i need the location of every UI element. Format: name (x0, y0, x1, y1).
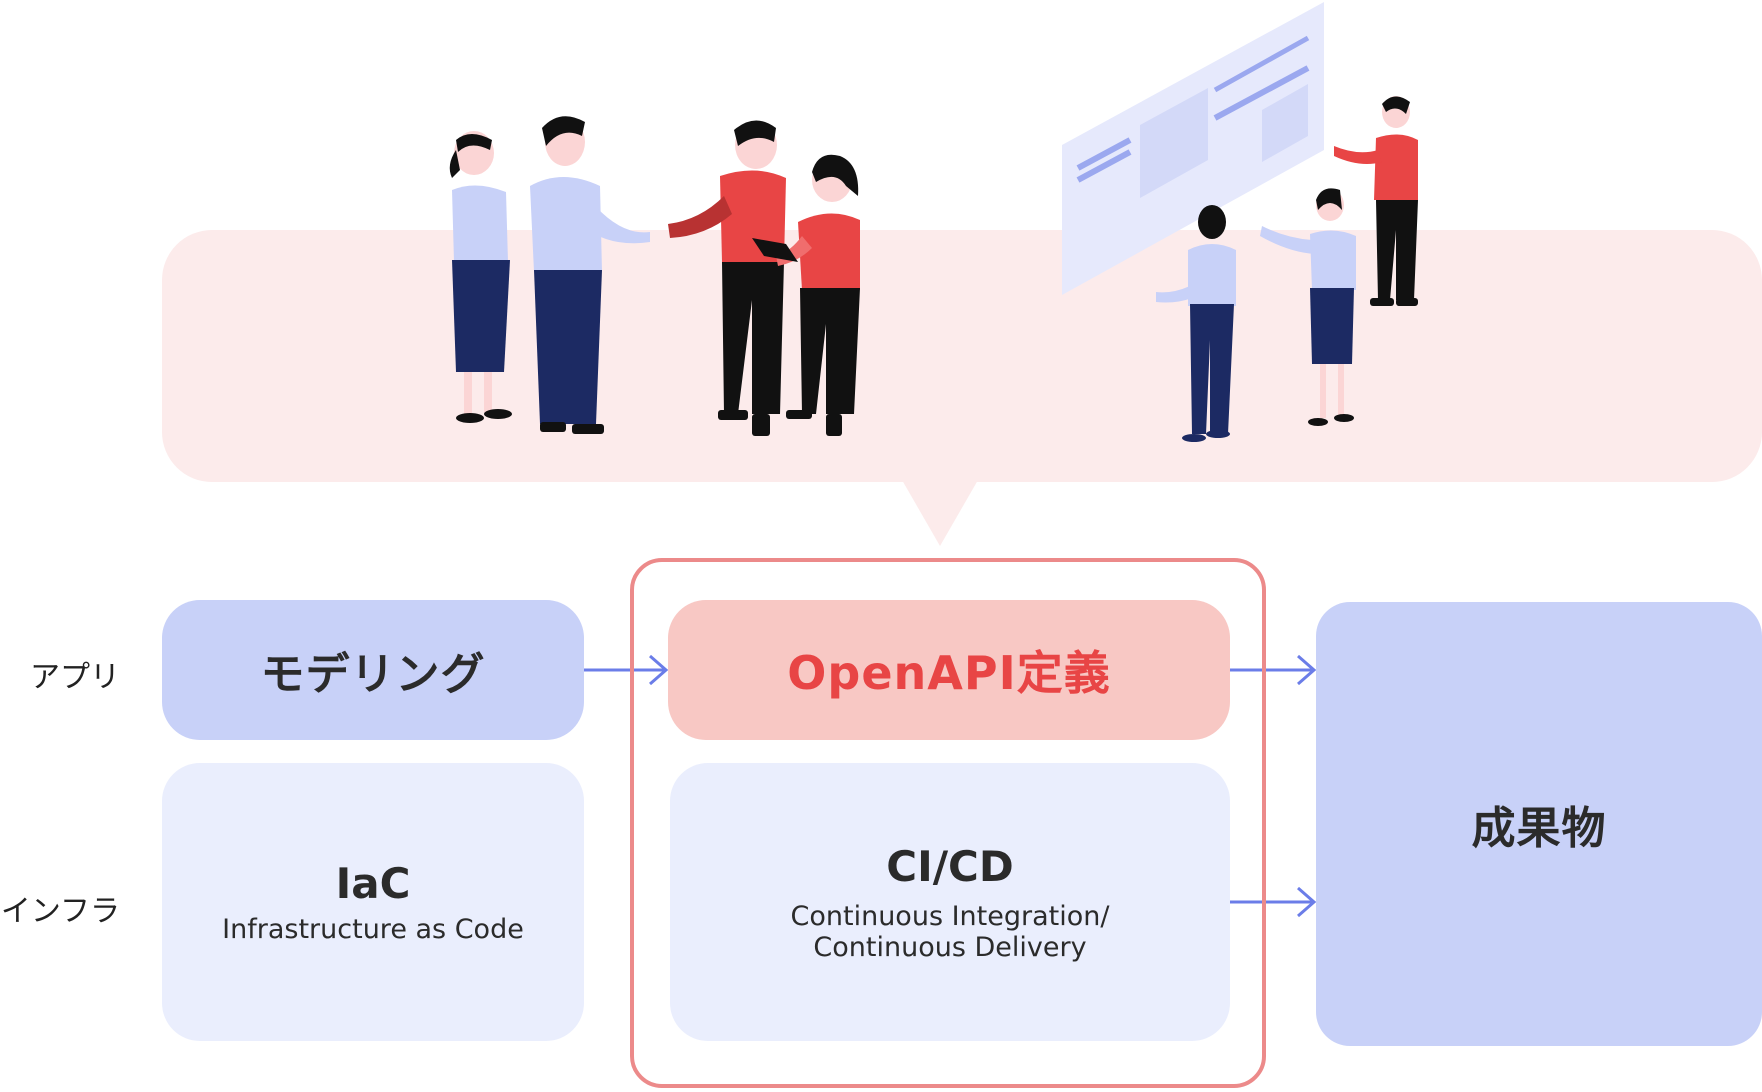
openapi-box: OpenAPI定義 (668, 600, 1230, 740)
row-label-app: アプリ (30, 660, 120, 695)
person-woman-red-icon (752, 154, 860, 436)
modeling-box: モデリング (162, 600, 584, 740)
person-man-blue-icon (530, 116, 650, 434)
openapi-highlight-frame (630, 558, 1266, 1088)
person-man-blue-back-icon (1156, 205, 1236, 442)
cicd-subtitle-line2: Continuous Delivery (813, 931, 1087, 963)
modeling-title: モデリング (260, 649, 486, 700)
person-presenter-red-icon (1334, 96, 1418, 306)
openapi-title: OpenAPI定義 (787, 646, 1111, 700)
person-man-red-icon (668, 120, 786, 436)
arrow-openapi-to-output (1230, 654, 1317, 686)
speech-bubble (162, 230, 1762, 546)
iac-box: IaC Infrastructure as Code (162, 763, 584, 1041)
cicd-title: CI/CD (886, 841, 1014, 891)
person-woman-blue-icon (1260, 188, 1356, 426)
output-title: 成果物 (1471, 803, 1607, 854)
cicd-box: CI/CD Continuous Integration/ Continuous… (670, 763, 1230, 1041)
iac-title: IaC (335, 859, 411, 908)
person-woman-left-icon (449, 131, 512, 423)
presentation-screen-icon (1062, 2, 1324, 295)
cicd-subtitle-line1: Continuous Integration/ (790, 900, 1110, 932)
row-label-infra: インフラ (0, 894, 120, 929)
output-box: 成果物 (1316, 602, 1762, 1046)
arrow-cicd-to-output (1230, 886, 1317, 918)
iac-subtitle: Infrastructure as Code (222, 914, 524, 945)
arrow-modeling-to-openapi (584, 654, 669, 686)
